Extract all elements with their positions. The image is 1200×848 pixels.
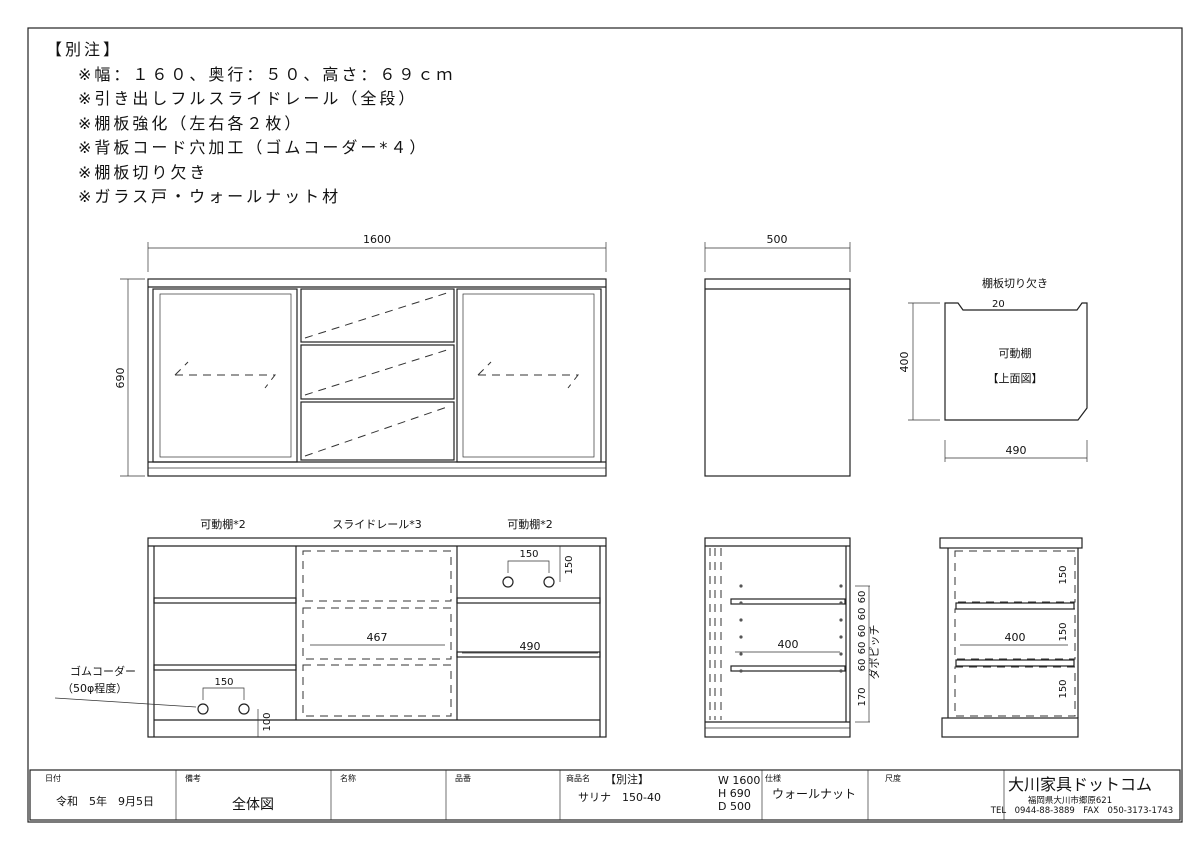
- grommet-hole: [238, 703, 250, 715]
- pitch-label: ダボピッチ: [867, 625, 881, 680]
- spec-notes: 【別注】 ※幅：１６０、奥行：５０、高さ：６９ｃｍ ※引き出しフルスライドレール…: [46, 38, 455, 210]
- company-address: 福岡県大川市郷原621: [1028, 795, 1112, 806]
- note-item: ※ガラス戸・ウォールナット材: [78, 187, 342, 206]
- dim-pitch: 60: [857, 591, 868, 604]
- note-item: ※背板コード穴加工（ゴムコーダー*４）: [78, 138, 429, 157]
- dim-bottom: 170: [857, 687, 868, 706]
- front-view: 1600 690: [114, 233, 607, 477]
- company-name: 大川家具ドットコム: [1008, 775, 1152, 794]
- product-label: 商品名: [566, 773, 590, 783]
- date-label: 日付: [45, 773, 61, 783]
- dim-depth: 500: [767, 233, 788, 246]
- interior-front-view: 可動棚*2 スライドレール*3 可動棚*2 467 490 150 100 ゴム…: [54, 517, 607, 738]
- dim-shelf: 490: [520, 640, 541, 653]
- remarks-value: 全体図: [232, 796, 274, 813]
- dim-hole-spacing-right: 150: [519, 549, 538, 560]
- left-shelf-label: 可動棚*2: [200, 517, 246, 531]
- grommet-hole: [543, 576, 555, 588]
- dim-shelf-depth: 400: [898, 352, 911, 373]
- note-item: ※棚板強化（左右各２枚）: [78, 113, 304, 133]
- dim-notch: 20: [992, 299, 1005, 310]
- note-item: ※幅：１６０、奥行：５０、高さ：６９ｃｍ: [78, 64, 456, 84]
- dim-pitch: 60: [857, 608, 868, 621]
- rail-label: スライドレール*3: [332, 518, 422, 531]
- name-label: 名称: [340, 773, 356, 783]
- part-label: 品番: [455, 773, 471, 783]
- dim-w: W 1600: [718, 774, 760, 787]
- company-phone: TEL 0944-88-3889 FAX 050-3173-1743: [990, 806, 1173, 816]
- title-block: 日付 令和 5年 9月5日 備考 全体図 名称 品番 商品名 【別注】 サリナ …: [29, 769, 1181, 821]
- dim-hole-height-right: 150: [564, 555, 575, 574]
- dim-drawer-depth: 400: [1005, 631, 1026, 644]
- dim-rail: 467: [367, 631, 388, 644]
- grommet-hole: [502, 576, 514, 588]
- dim-drawer-height: 150: [1058, 679, 1069, 698]
- dim-side-depth: 400: [778, 638, 799, 651]
- drawer-side-view: 150 150 150 400: [939, 537, 1083, 738]
- dim-height: 690: [114, 368, 127, 389]
- dim-width: 1600: [363, 233, 391, 246]
- shelf-label: 可動棚: [999, 346, 1032, 360]
- spec-value: ウォールナット: [772, 787, 856, 801]
- dim-pitch: 60: [857, 659, 868, 672]
- dim-hole-height: 100: [262, 712, 273, 731]
- notes-heading: 【別注】: [46, 40, 123, 59]
- dim-d: D 500: [718, 800, 751, 813]
- dim-pitch: 60: [857, 625, 868, 638]
- grommet-hole: [197, 703, 209, 715]
- side-view: 500: [704, 233, 851, 477]
- dim-shelf-width: 490: [1006, 444, 1027, 457]
- note-item: ※棚板切り欠き: [78, 162, 209, 182]
- dim-drawer-height: 150: [1058, 622, 1069, 641]
- grommet-size: （50φ程度）: [62, 681, 127, 695]
- dim-pitch: 60: [857, 642, 868, 655]
- sheet-border: [27, 27, 1183, 823]
- grommet-label: ゴムコーダー: [70, 664, 136, 678]
- spec-label: 仕様: [765, 773, 781, 783]
- dim-hole-spacing: 150: [214, 677, 233, 688]
- dim-h: H 690: [718, 787, 751, 800]
- shelf-detail: 棚板切り欠き 20 400 可動棚 【上面図】 490: [898, 276, 1088, 462]
- right-shelf-label: 可動棚*2: [507, 517, 553, 531]
- remarks-label: 備考: [185, 773, 201, 783]
- side-interior-view: 400 60 60 60 60 60 170 ダボピッチ: [704, 537, 881, 738]
- date-value: 令和 5年 9月5日: [56, 794, 154, 808]
- shelf-notch-title: 棚板切り欠き: [982, 276, 1048, 290]
- scale-label: 尺度: [885, 773, 901, 783]
- dim-drawer-height: 150: [1058, 565, 1069, 584]
- shelf-view-label: 【上面図】: [988, 372, 1043, 385]
- product-note: 【別注】: [605, 772, 649, 786]
- note-item: ※引き出しフルスライドレール（全段）: [78, 89, 418, 108]
- product-value: サリナ 150-40: [578, 791, 661, 804]
